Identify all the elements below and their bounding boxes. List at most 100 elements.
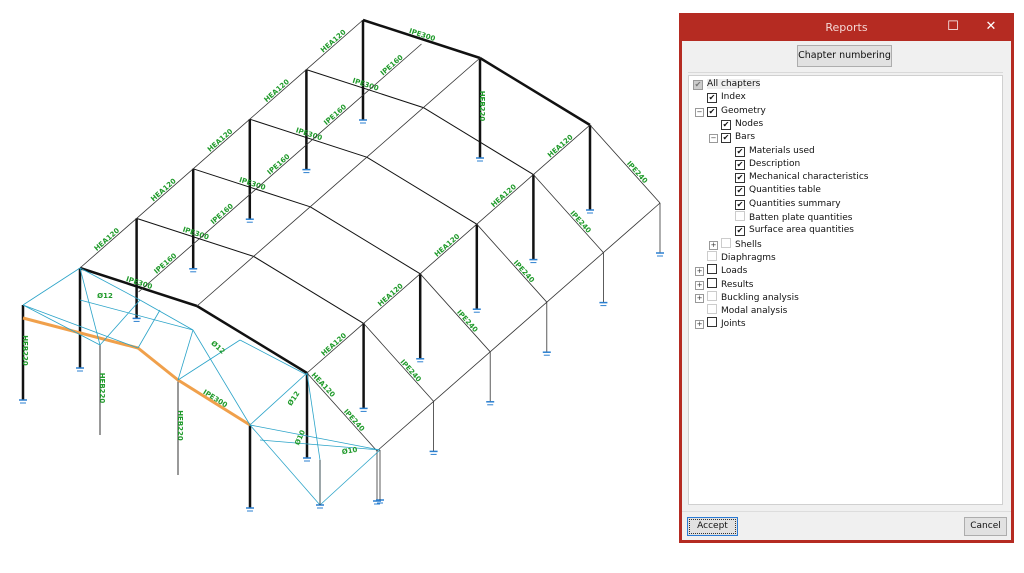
tree-item[interactable]: ✔Bars — [721, 131, 755, 144]
purlin[interactable] — [251, 142, 309, 194]
bracing[interactable] — [239, 339, 308, 376]
tree-item[interactable]: ✔Description — [735, 158, 800, 171]
purlin[interactable] — [533, 124, 591, 175]
maximize-icon[interactable]: ☐ — [947, 19, 959, 34]
rafter[interactable] — [306, 69, 424, 109]
purlin[interactable] — [194, 192, 252, 243]
purlin[interactable] — [363, 273, 421, 324]
checkbox[interactable]: ✔ — [721, 119, 731, 130]
rafter[interactable] — [193, 168, 311, 208]
purlin[interactable] — [364, 43, 422, 94]
purlin[interactable] — [136, 168, 194, 219]
purlin[interactable] — [138, 242, 196, 293]
bracing[interactable] — [319, 449, 381, 506]
beam[interactable] — [546, 252, 604, 303]
chapters-tree[interactable]: ✔All chapters✔Index−✔Geometry✔Nodes−✔Bar… — [688, 75, 1003, 505]
bracing[interactable] — [79, 267, 101, 346]
bracing[interactable] — [249, 372, 308, 426]
rafter[interactable] — [366, 156, 478, 225]
bracing[interactable] — [79, 267, 141, 301]
checkbox[interactable]: ✔ — [707, 93, 717, 104]
structure-3d-view[interactable]: HEB220IPE300IPE240IPE300IPE240IPE300IPE2… — [0, 0, 670, 573]
checkbox[interactable] — [707, 264, 717, 275]
selected-bar[interactable] — [177, 378, 251, 427]
rafter[interactable] — [479, 56, 591, 127]
bracing[interactable] — [22, 267, 81, 306]
beam[interactable] — [306, 372, 378, 452]
checkbox[interactable] — [707, 250, 717, 261]
checkbox[interactable]: ✔ — [735, 186, 745, 197]
expand-icon[interactable]: + — [709, 240, 718, 250]
bracing[interactable] — [249, 424, 381, 451]
bracing[interactable] — [177, 329, 194, 381]
beam[interactable] — [419, 273, 491, 353]
tree-item[interactable]: ✔Mechanical characteristics — [735, 171, 868, 184]
purlin[interactable] — [476, 174, 534, 225]
purlin[interactable] — [79, 218, 137, 269]
tree-item[interactable]: Results — [707, 277, 754, 291]
bracing[interactable] — [79, 299, 194, 331]
expand-icon[interactable]: + — [695, 267, 704, 277]
beam[interactable] — [603, 202, 661, 253]
checkbox[interactable]: ✔ — [693, 80, 703, 90]
checkbox[interactable]: ✔ — [735, 199, 745, 210]
rafter[interactable] — [253, 255, 364, 324]
checkbox[interactable]: ✔ — [735, 226, 745, 237]
beam[interactable] — [589, 124, 661, 204]
beam[interactable] — [376, 401, 434, 452]
checkbox[interactable]: ✔ — [707, 106, 717, 117]
expand-icon[interactable]: + — [695, 280, 704, 290]
tree-item[interactable]: ✔All chapters — [693, 78, 761, 91]
checkbox[interactable] — [707, 304, 717, 315]
purlin[interactable] — [306, 323, 364, 374]
rafter[interactable] — [362, 18, 481, 60]
ridge-beam[interactable] — [423, 57, 481, 108]
checkbox[interactable] — [721, 237, 731, 248]
ridge-beam[interactable] — [366, 107, 424, 158]
checkbox[interactable]: ✔ — [721, 133, 731, 144]
rafter[interactable] — [309, 206, 421, 275]
rafter[interactable] — [79, 266, 198, 308]
selected-bar[interactable] — [137, 346, 179, 382]
tree-item[interactable]: ✔Surface area quantities — [735, 224, 854, 237]
beam[interactable] — [489, 301, 548, 353]
rafter[interactable] — [136, 217, 254, 257]
bracing[interactable] — [259, 439, 381, 451]
tree-item[interactable]: Shells — [721, 237, 762, 251]
checkbox[interactable]: ✔ — [735, 159, 745, 170]
collapse-icon[interactable]: − — [709, 134, 718, 144]
purlin[interactable] — [306, 19, 364, 70]
tree-item[interactable]: ✔Index — [707, 91, 746, 104]
rafter[interactable] — [196, 304, 308, 375]
checkbox[interactable]: ✔ — [735, 173, 745, 184]
rafter[interactable] — [423, 107, 534, 176]
checkbox[interactable]: ✔ — [735, 146, 745, 157]
checkbox[interactable] — [707, 290, 717, 301]
tree-item[interactable]: ✔Geometry — [707, 105, 766, 118]
tree-item[interactable]: Loads — [707, 264, 747, 277]
bracing[interactable] — [22, 304, 101, 346]
bracing[interactable] — [99, 299, 141, 346]
checkbox[interactable] — [707, 277, 717, 288]
tree-item[interactable]: ✔Quantities table — [735, 184, 821, 197]
tree-item[interactable]: ✔Nodes — [721, 118, 763, 131]
tree-item[interactable]: ✔Materials used — [735, 145, 815, 158]
bracing[interactable] — [139, 299, 194, 331]
accept-button[interactable]: Accept — [687, 517, 738, 536]
purlin[interactable] — [192, 118, 251, 170]
selected-bar[interactable] — [22, 316, 139, 350]
purlin[interactable] — [308, 93, 366, 144]
chapter-numbering-button[interactable]: Chapter numbering — [797, 45, 892, 67]
bracing[interactable] — [306, 372, 321, 461]
expand-icon[interactable]: + — [695, 293, 704, 303]
ridge-beam[interactable] — [253, 206, 311, 257]
checkbox[interactable] — [707, 317, 717, 328]
tree-item[interactable]: Diaphragms — [707, 250, 776, 264]
checkbox[interactable] — [735, 211, 745, 221]
purlin[interactable] — [249, 69, 307, 120]
bracing[interactable] — [177, 339, 241, 381]
purlin[interactable] — [419, 223, 478, 275]
tree-item[interactable]: Modal analysis — [707, 304, 787, 317]
bracing[interactable] — [249, 424, 321, 506]
tree-item[interactable]: Batten plate quantities — [735, 211, 852, 224]
